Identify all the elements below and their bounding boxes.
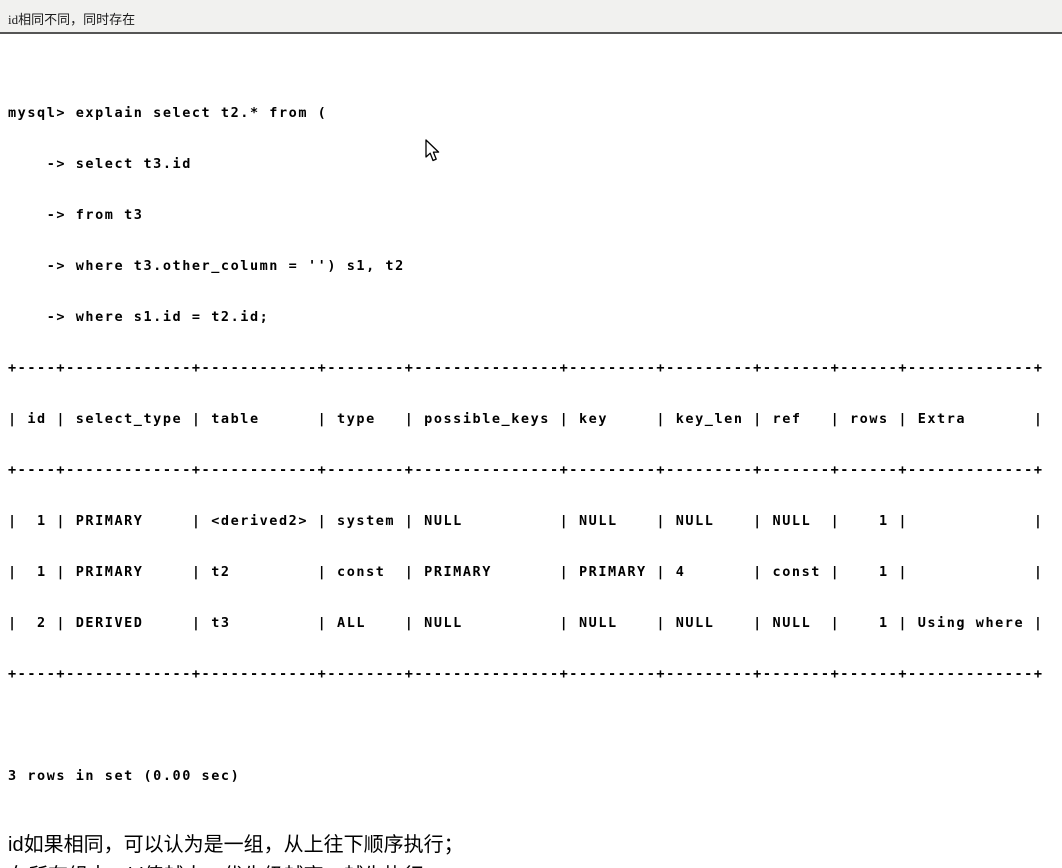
note-bar: id相同不同，同时存在 [0,0,1062,34]
console-line-table-border: +----+-------------+------------+-------… [8,360,1044,376]
console-line-query: mysql> explain select t2.* from ( [8,105,328,121]
mysql-console: mysql> explain select t2.* from ( -> sel… [8,72,1062,802]
console-line-blank [8,716,1062,735]
console-line-status: 3 rows in set (0.00 sec) [8,768,241,784]
note-line-1: id如果相同，可以认为是一组，从上往下顺序执行； [8,834,464,856]
console-line-query: -> select t3.id [8,156,192,172]
console-line-table-row: | 1 | PRIMARY | t2 | const | PRIMARY | P… [8,564,1044,580]
console-line-table-header: | id | select_type | table | type | poss… [8,411,1044,427]
console-line-table-border: +----+-------------+------------+-------… [8,666,1044,682]
explanation-notes: id如果相同，可以认为是一组，从上往下顺序执行； 在所有组中，id值越大，优先级… [8,830,1062,868]
console-line-table-border: +----+-------------+------------+-------… [8,462,1044,478]
console-line-query: -> where t3.other_column = '') s1, t2 [8,258,405,274]
console-line-table-row: | 2 | DERIVED | t3 | ALL | NULL | NULL |… [8,615,1044,631]
note-line-2: 在所有组中，id值越大，优先级越高，越先执行 [8,861,1062,868]
note-bar-text: id相同不同，同时存在 [8,12,136,27]
console-line-table-row: | 1 | PRIMARY | <derived2> | system | NU… [8,513,1044,529]
console-line-query: -> where s1.id = t2.id; [8,309,270,325]
console-line-query: -> from t3 [8,207,144,223]
